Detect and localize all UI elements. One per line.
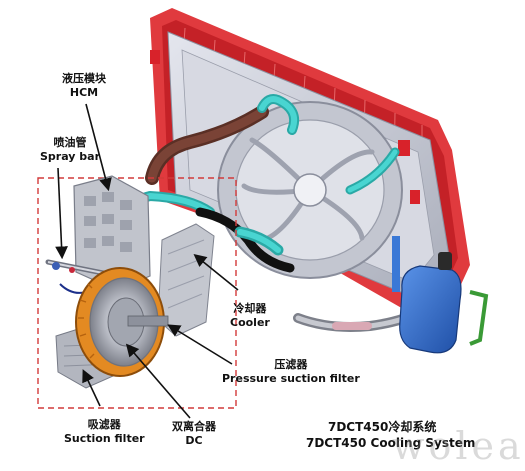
transmission-dashed-box [37,177,237,409]
label-dc-en: DC [185,434,203,447]
label-suction-filter: 吸滤器 Suction filter [64,418,145,446]
label-spray-en: Spray bar [40,150,101,163]
label-dual-clutch: 双离合器 DC [172,420,216,448]
label-suction-cn: 吸滤器 [87,418,121,431]
hcm-module [73,175,151,291]
coolant-hoses [115,94,425,332]
label-spray-cn: 喷油管 [53,136,87,149]
leader-arrows [55,103,239,419]
dual-clutch [75,267,169,377]
label-dc-cn: 双离合器 [172,420,216,433]
label-pressure-filter: 压滤器 Pressure suction filter [222,358,360,386]
label-spray-bar: 喷油管 Spray bar [40,136,100,164]
label-pressure-en: Pressure suction filter [222,372,360,385]
label-cooler: 冷却器 Cooler [230,302,270,330]
watermark: wolear [392,424,525,468]
diagram-title-cn: 7DCT450冷却系统 [328,420,437,434]
coolant-reservoir [392,236,489,354]
label-hcm-en: HCM [69,86,99,99]
label-cooler-en: Cooler [230,316,270,329]
label-cooler-cn: 冷却器 [233,302,267,315]
label-suction-en: Suction filter [64,432,145,445]
diagram-title-en: 7DCT450 Cooling System [306,436,476,450]
label-hcm: 液压模块 HCM [62,72,106,100]
label-hcm-cn: 液压模块 [62,72,106,85]
label-pressure-cn: 压滤器 [274,358,308,371]
